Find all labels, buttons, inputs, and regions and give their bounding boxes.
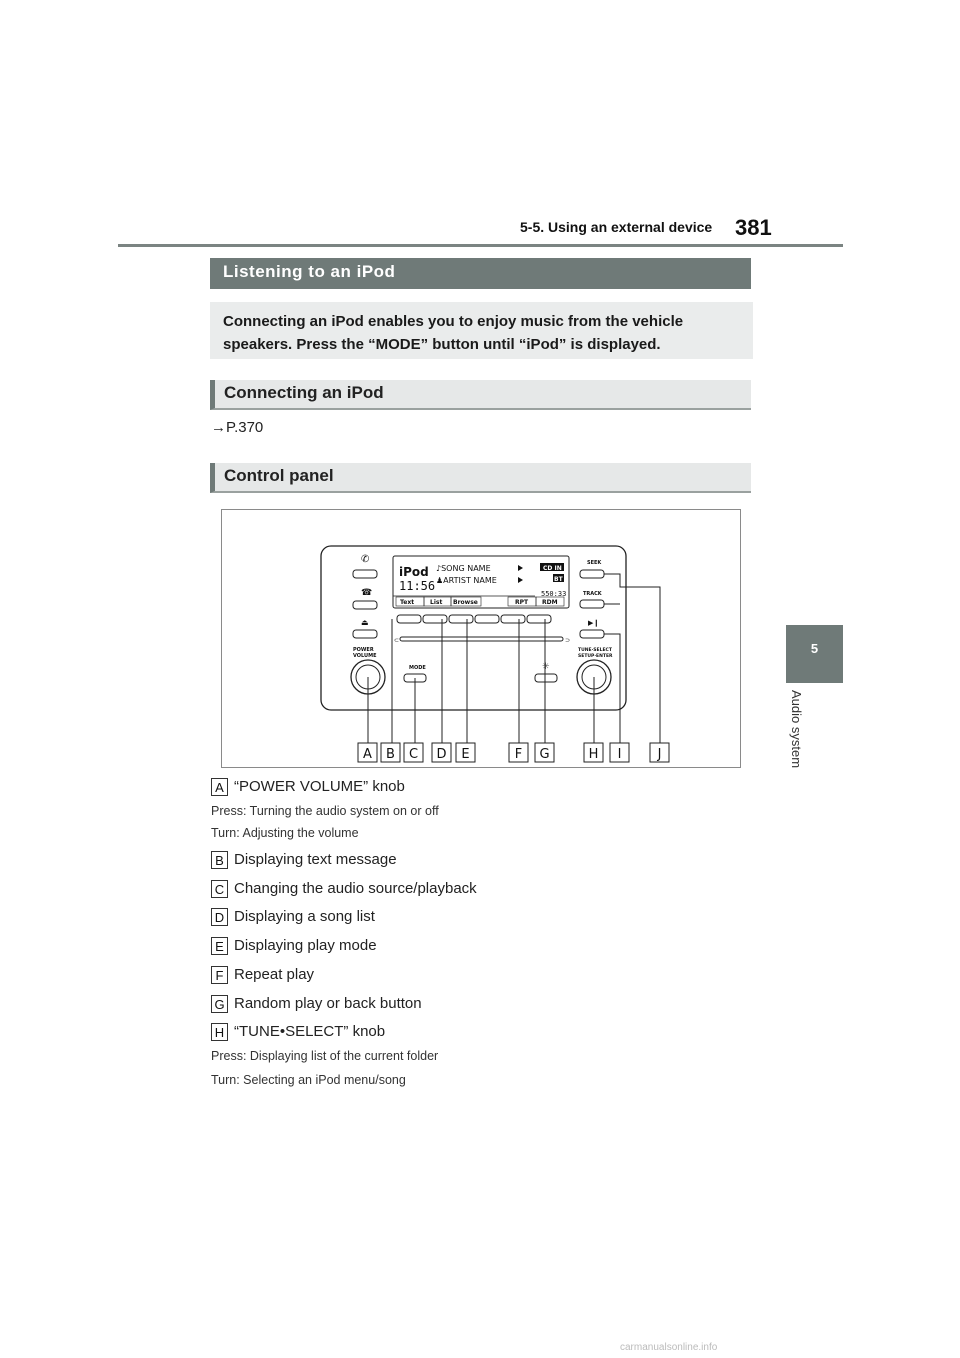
softkey-frame-3 [450,596,482,607]
softkey-label-6: RDM [542,599,558,606]
callout-item-text: Changing the audio source/playback [234,880,477,897]
callout-item-text: “POWER VOLUME” knob [234,778,405,795]
chapter-title-container: Audio system [780,690,814,800]
display-source: iPod [399,565,429,579]
track-button[interactable] [579,599,605,609]
callout-letter-b: B [386,747,395,762]
eject-icon: ⏏ [361,618,369,627]
softkey-labels: Text List Browse RPT RDM [395,596,565,607]
display-song: ♪SONG NAME [436,564,491,573]
heading-listening: Listening to an iPod [210,258,751,289]
callout-letter-i: I [618,747,622,762]
softkey-frame-6 [535,596,565,607]
hang-up-button[interactable] [352,600,378,610]
control-panel-figure: iPod 11:56 ♪SONG NAME ♟ARTIST NAME CD IN… [221,509,741,768]
section-title: 5-5. Using an external device [520,219,713,235]
callout-item-letter: C [211,880,228,898]
tune-select-label: TUNE·SELECT [578,647,613,653]
callout-item-text: “TUNE•SELECT” knob [234,1023,386,1040]
callout-letter-a: A [363,747,372,762]
mode-label: MODE [409,665,426,671]
callout-letter-j: J [657,747,662,762]
bt-text: BT [554,576,564,583]
display-time: 550:33 [541,590,566,598]
leader-lines [367,573,661,744]
power-volume-label: POWER [353,647,374,653]
phone-icon: ✆ [361,554,369,565]
callout-item-text: Random play or back button [234,995,422,1012]
seek-button[interactable] [579,569,605,579]
softkey-button-4[interactable] [474,614,500,624]
callout-item-letter: H [211,1023,228,1041]
page-number: 381 [735,215,772,240]
setup-enter-label: SETUP·ENTER [578,653,613,659]
callout-item-letter: B [211,851,228,869]
light-icon: ✳ [542,661,550,671]
callout-item-text: Repeat play [234,966,315,983]
hang-up-icon: ☎ [361,587,372,597]
softkey-label-1: Text [400,599,414,606]
callout-note: Turn: Selecting an iPod menu/song [211,1073,406,1087]
chapter-tab [786,625,843,683]
heading-listening-text: Listening to an iPod [223,262,396,281]
softkey-button-2[interactable] [422,614,448,624]
callout-note: Press: Displaying list of the current fo… [211,1049,439,1063]
watermark: carmanualsonline.info [620,1342,718,1353]
callout-note: Press: Turning the audio system on or of… [211,804,439,818]
phone-button[interactable] [352,569,378,579]
heading-connecting: Connecting an iPod [210,380,751,410]
display-artist: ♟ARTIST NAME [436,576,497,585]
callout-item-letter: G [211,995,228,1013]
cd-slot-right-icon: ⊃ [565,638,570,644]
softkey-label-2: List [430,599,442,606]
softkey-button-1[interactable] [396,614,422,624]
callout-item-text: Displaying text message [234,851,397,868]
callout-letter-d: D [436,747,446,762]
softkey-label-3: Browse [453,599,478,606]
callout-letter-g: G [539,747,549,762]
softkey-button-5[interactable] [500,614,526,624]
callout-item-text: Displaying a song list [234,908,375,925]
power-volume-label-2: VOLUME [353,653,377,659]
eject-button[interactable] [352,629,378,639]
track-label: TRACK [583,591,603,597]
control-panel-illustration: iPod 11:56 ♪SONG NAME ♟ARTIST NAME CD IN… [320,545,670,763]
cd-slot [399,636,564,642]
callout-item-text: Displaying play mode [234,937,377,954]
page-reference-link[interactable]: →P.370 [211,419,264,436]
callout-item-letter: D [211,908,228,926]
play-pause-icon: ▶❙ [588,619,599,627]
intro-box: Connecting an iPod enables you to enjoy … [210,302,753,359]
seek-label: SEEK [587,560,602,566]
display-screen [392,555,570,609]
softkey-label-5: RPT [515,599,529,606]
chapter-number: 5 [810,641,819,656]
cd-slot-left-icon: ⊂ [394,638,399,644]
heading-control-panel: Control panel [210,463,751,493]
callout-letter-c: C [409,747,418,762]
callout-letter-f: F [515,747,522,762]
heading-connecting-text: Connecting an iPod [224,383,384,402]
center-button[interactable] [534,673,558,683]
heading-control-panel-text: Control panel [224,466,334,485]
softkey-button-6[interactable] [526,614,552,624]
chapter-title: Audio system [789,690,804,769]
song-arrow-icon [518,565,523,571]
display-clock: 11:56 [399,579,435,593]
callout-letter-h: H [589,747,599,762]
play-pause-button[interactable] [579,629,605,639]
artist-arrow-icon [518,577,523,583]
callout-item-letter: A [211,778,228,796]
callout-letter-e: E [461,747,469,762]
header-rule [118,244,843,247]
callout-item-letter: E [211,937,228,955]
cd-in-text: CD IN [543,565,562,572]
intro-text: Connecting an iPod enables you to enjoy … [223,313,684,353]
cd-in-badge [540,563,564,571]
callout-note: Turn: Adjusting the volume [211,826,359,840]
callout-item-letter: F [211,966,228,984]
bt-badge [553,574,564,582]
softkey-button-3[interactable] [448,614,474,624]
callout-letters: A B C D E F G H I J [357,742,670,763]
